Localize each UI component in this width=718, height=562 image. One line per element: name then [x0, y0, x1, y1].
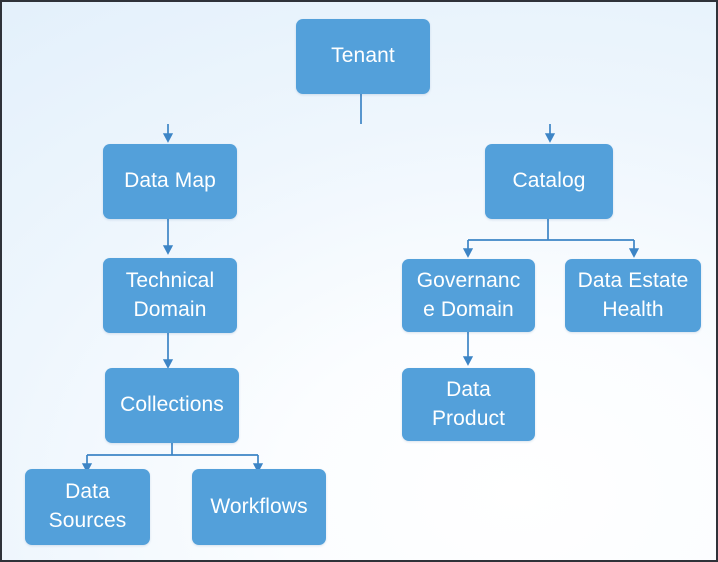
node-governance-domain-label: Governanc e Domain	[416, 268, 521, 321]
node-data-sources[interactable]: Data Sources	[25, 469, 150, 545]
node-data-estate-health-label: Data Estate Health	[577, 268, 689, 321]
node-catalog-label: Catalog	[512, 169, 586, 193]
node-workflows-label: Workflows	[210, 494, 308, 518]
node-data-estate-health[interactable]: Data Estate Health	[565, 259, 701, 332]
node-catalog[interactable]: Catalog	[485, 144, 613, 219]
node-collections[interactable]: Collections	[105, 368, 239, 443]
node-workflows[interactable]: Workflows	[192, 469, 326, 545]
node-collections-label: Collections	[120, 393, 224, 417]
node-governance-domain[interactable]: Governanc e Domain	[402, 259, 535, 332]
node-data-map-label: Data Map	[124, 169, 216, 193]
node-data-product[interactable]: Data Product	[402, 368, 535, 441]
node-data-sources-label: Data Sources	[48, 480, 127, 532]
node-technical-domain-label: Technical Domain	[125, 268, 215, 321]
node-data-product-label: Data Product	[431, 377, 506, 430]
node-tenant[interactable]: Tenant	[296, 19, 430, 94]
node-technical-domain[interactable]: Technical Domain	[103, 258, 237, 333]
node-data-map[interactable]: Data Map	[103, 144, 237, 219]
node-tenant-label: Tenant	[331, 44, 395, 68]
